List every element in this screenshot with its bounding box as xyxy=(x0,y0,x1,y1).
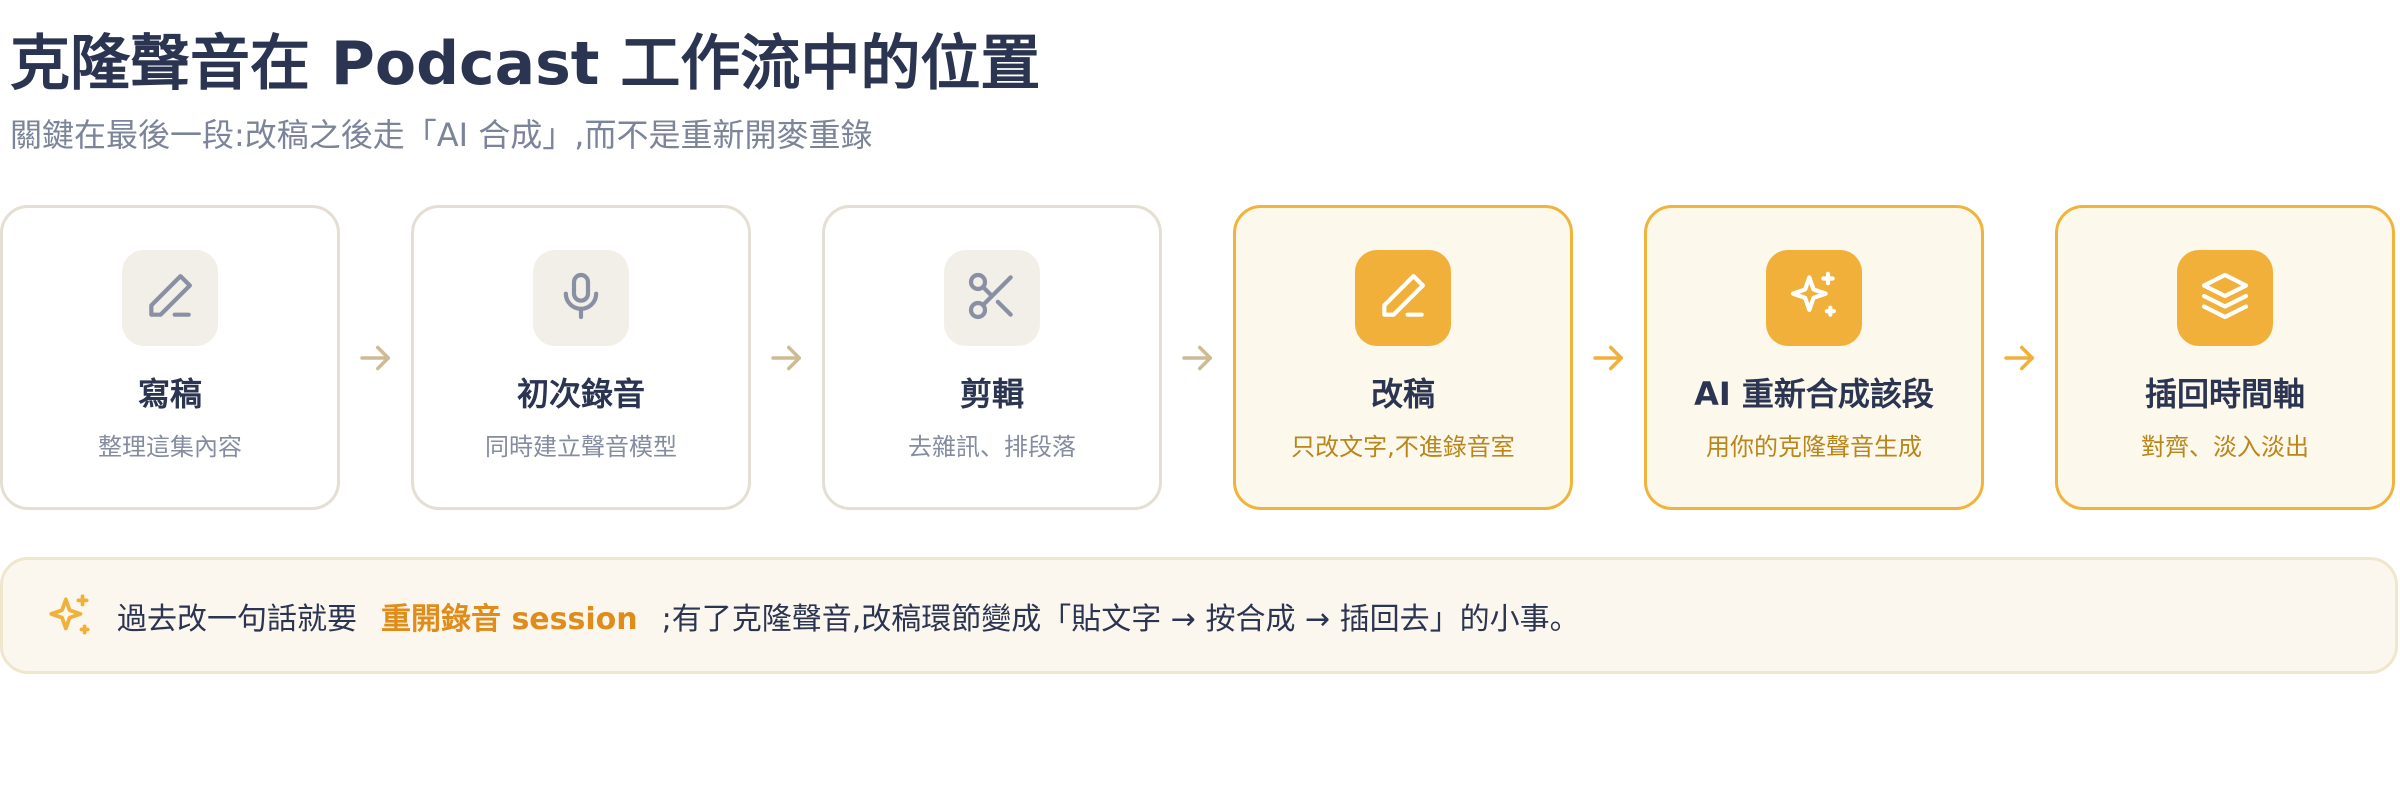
note-text-before: 過去改一句話就要 xyxy=(117,601,357,637)
page-subtitle: 關鍵在最後一段:改稿之後走「AI 合成」,而不是重新開麥重錄 xyxy=(10,116,873,154)
step-title: 改稿 xyxy=(1370,375,1435,413)
arrow-right-icon xyxy=(340,328,411,388)
step-description: 去雜訊、排段落 xyxy=(908,433,1076,461)
step-icon-box xyxy=(533,250,629,346)
step-icon-box xyxy=(2177,250,2273,346)
arrow-right-icon xyxy=(1573,328,1644,388)
pencil-icon xyxy=(142,268,198,328)
step-card-insert-timeline: 插回時間軸 對齊、淡入淡出 xyxy=(2055,205,2395,510)
step-icon-box xyxy=(944,250,1040,346)
step-description: 用你的克隆聲音生成 xyxy=(1706,433,1922,461)
step-card-first-recording: 初次錄音 同時建立聲音模型 xyxy=(411,205,751,510)
step-title: 剪輯 xyxy=(959,375,1024,413)
step-card-ai-resynthesis: AI 重新合成該段 用你的克隆聲音生成 xyxy=(1644,205,1984,510)
step-card-revise-script: 改稿 只改文字,不進錄音室 xyxy=(1233,205,1573,510)
step-description: 對齊、淡入淡出 xyxy=(2141,433,2309,461)
step-title: AI 重新合成該段 xyxy=(1694,375,1934,413)
note-highlight: 重開錄音 session xyxy=(381,601,638,637)
step-title: 插回時間軸 xyxy=(2144,375,2305,413)
step-icon-box xyxy=(1766,250,1862,346)
step-description: 只改文字,不進錄音室 xyxy=(1291,433,1515,461)
step-card-editing: 剪輯 去雜訊、排段落 xyxy=(822,205,1162,510)
step-description: 整理這集內容 xyxy=(98,433,242,461)
note-text-after: ;有了克隆聲音,改稿環節變成「貼文字 → 按合成 → 插回去」的小事。 xyxy=(661,601,1580,637)
step-icon-box xyxy=(1355,250,1451,346)
arrow-right-icon xyxy=(751,328,822,388)
arrow-right-icon xyxy=(1984,328,2055,388)
step-description: 同時建立聲音模型 xyxy=(485,433,677,461)
pencil-icon xyxy=(1375,268,1431,328)
callout-note: 過去改一句話就要 重開錄音 session ;有了克隆聲音,改稿環節變成「貼文字… xyxy=(0,557,2398,674)
sparkles-icon xyxy=(1786,268,1842,328)
scissors-icon xyxy=(964,268,1020,328)
arrow-right-icon xyxy=(1162,328,1233,388)
layers-icon xyxy=(2197,268,2253,328)
step-icon-box xyxy=(122,250,218,346)
step-title: 初次錄音 xyxy=(516,375,645,413)
step-card-write: 寫稿 整理這集內容 xyxy=(0,205,340,510)
step-title: 寫稿 xyxy=(137,375,202,413)
workflow-steps: 寫稿 整理這集內容 初次錄音 同時建立聲音模型 xyxy=(0,205,2395,510)
microphone-icon xyxy=(553,268,609,328)
page-title: 克隆聲音在 Podcast 工作流中的位置 xyxy=(10,29,1041,99)
sparkles-icon xyxy=(45,591,95,641)
